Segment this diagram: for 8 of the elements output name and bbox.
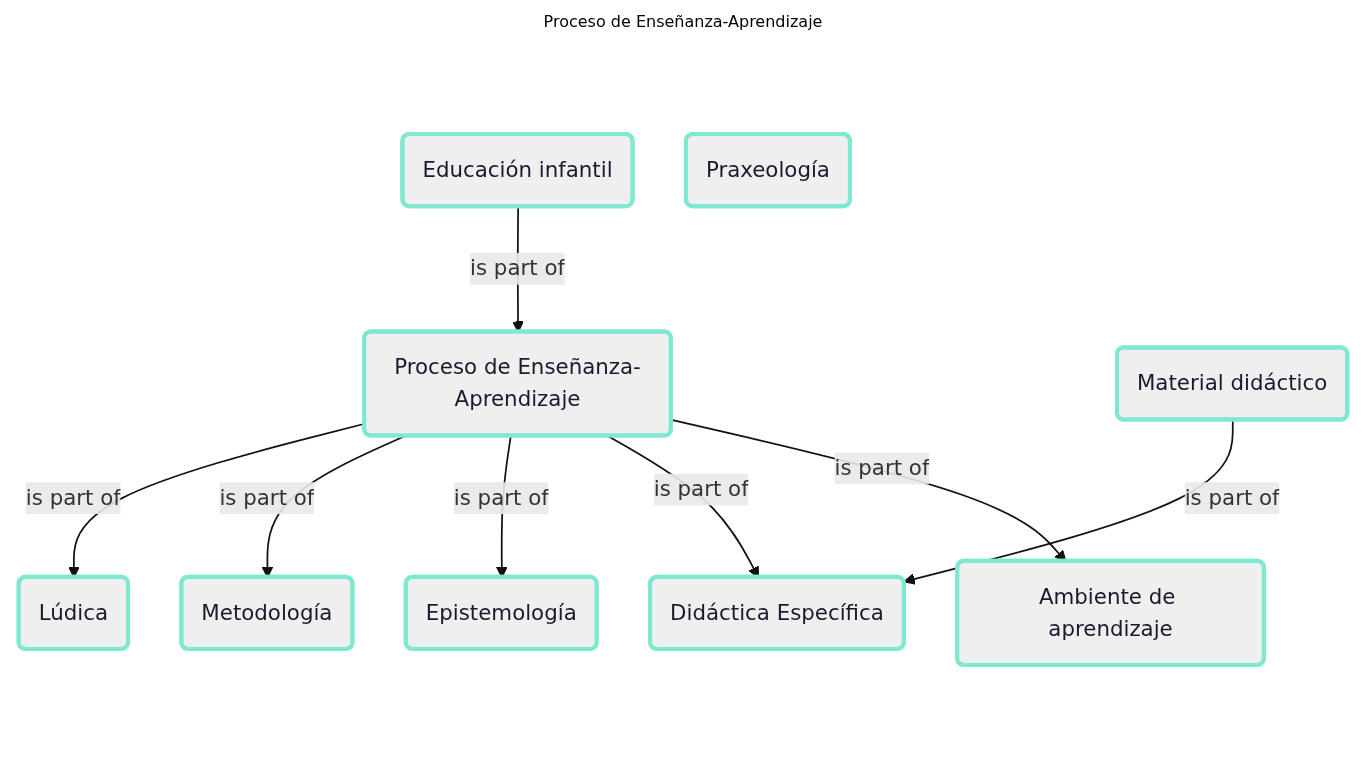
edge-label: is part of: [470, 255, 565, 281]
edge-label: is part of: [653, 476, 749, 502]
edge-label: is part of: [453, 484, 549, 511]
edge-label: is part of: [25, 484, 121, 511]
edge-label: is part of: [219, 484, 315, 511]
diagram-title: Proceso de Enseñanza-Aprendizaje: [543, 12, 823, 31]
edge-label: is part of: [1184, 484, 1280, 511]
edge-label: is part of: [834, 455, 930, 481]
